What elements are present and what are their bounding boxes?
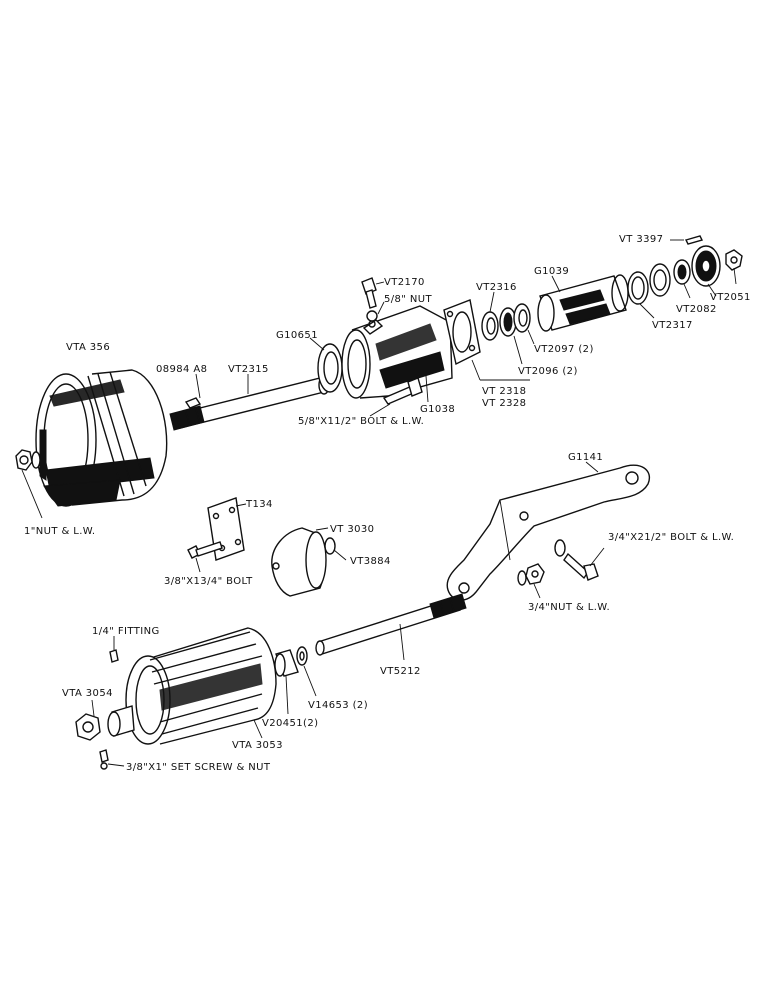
end-nut — [725, 249, 743, 285]
label-nut34: 3/4"NUT & L.W. — [528, 602, 610, 613]
label-vt3397: VT 3397 — [619, 234, 663, 245]
bolt-38 — [187, 541, 223, 573]
label-bolt58: 5/8"X11/2" BOLT & L.W. — [298, 416, 424, 427]
label-g10651: G10651 — [276, 330, 318, 341]
hub-vta3054 — [75, 699, 135, 741]
shaft-vt5212 — [315, 593, 467, 661]
label-g1038: G1038 — [420, 404, 455, 415]
gasket-vt2318 — [443, 299, 530, 381]
washer-vt3884 — [324, 537, 347, 561]
nut-1in — [15, 449, 43, 519]
label-nut58: 5/8" NUT — [384, 294, 432, 305]
label-vt2170: VT2170 — [384, 277, 425, 288]
drum-vta356 — [35, 369, 168, 507]
ring-g10651 — [309, 337, 343, 393]
label-vt3030: VT 3030 — [330, 524, 374, 535]
label-vt2096: VT2096 (2) — [518, 366, 578, 377]
drum-vta3053 — [125, 627, 277, 745]
label-vt5212: VT5212 — [380, 666, 421, 677]
label-vt3884: VT3884 — [350, 556, 391, 567]
label-vt2097: VT2097 (2) — [534, 344, 594, 355]
label-g1039: G1039 — [534, 266, 569, 277]
arm-g1141 — [446, 461, 651, 601]
bearing-vt2082 — [649, 259, 691, 299]
label-g1141: G1141 — [568, 452, 603, 463]
label-t134: T134 — [245, 499, 273, 510]
fitting-14 — [109, 636, 119, 663]
label-vta3054: VTA 3054 — [62, 688, 113, 699]
label-nut1: 1"NUT & L.W. — [24, 526, 96, 537]
ring-vt2317 — [627, 271, 655, 319]
washer-v14653 — [296, 646, 317, 697]
label-vt2317: VT2317 — [652, 320, 693, 331]
bearing-vt2096 — [499, 303, 535, 365]
label-vt2082: VT2082 — [676, 304, 717, 315]
label-bolt34: 3/4"X21/2" BOLT & L.W. — [608, 532, 734, 543]
shaft-vt2315 — [169, 373, 330, 431]
sleeve-g1039 — [537, 274, 629, 332]
bolt-34 — [554, 539, 605, 581]
bushing-v20451 — [274, 649, 299, 715]
label-vta3053: VTA 3053 — [232, 740, 283, 751]
label-vt2315: VT2315 — [228, 364, 269, 375]
label-vt2328: VT 2328 — [482, 398, 526, 409]
label-v14653: V14653 (2) — [308, 700, 368, 711]
bolt-58 — [369, 377, 423, 417]
label-vt2316: VT2316 — [476, 282, 517, 293]
label-setscrew: 3/8"X1" SET SCREW & NUT — [126, 762, 271, 773]
bolt-vt2170 — [361, 277, 385, 322]
housing-g1038 — [341, 305, 453, 403]
cap-vt3030 — [271, 527, 329, 597]
label-vt2318: VT 2318 — [482, 386, 526, 397]
set-screw — [99, 749, 125, 770]
sprocket-vt2051 — [691, 245, 721, 297]
label-vt2051: VT2051 — [710, 292, 751, 303]
label-08984a8: 08984 A8 — [156, 364, 207, 375]
label-fitting: 1/4" FITTING — [92, 626, 160, 637]
key-vt3397 — [670, 235, 704, 245]
nut-34 — [517, 563, 545, 599]
label-bolt38: 3/8"X13/4" BOLT — [164, 576, 253, 587]
label-vta356: VTA 356 — [66, 342, 110, 353]
seal-vt2316 — [481, 291, 499, 341]
label-v20451: V20451(2) — [262, 718, 318, 729]
